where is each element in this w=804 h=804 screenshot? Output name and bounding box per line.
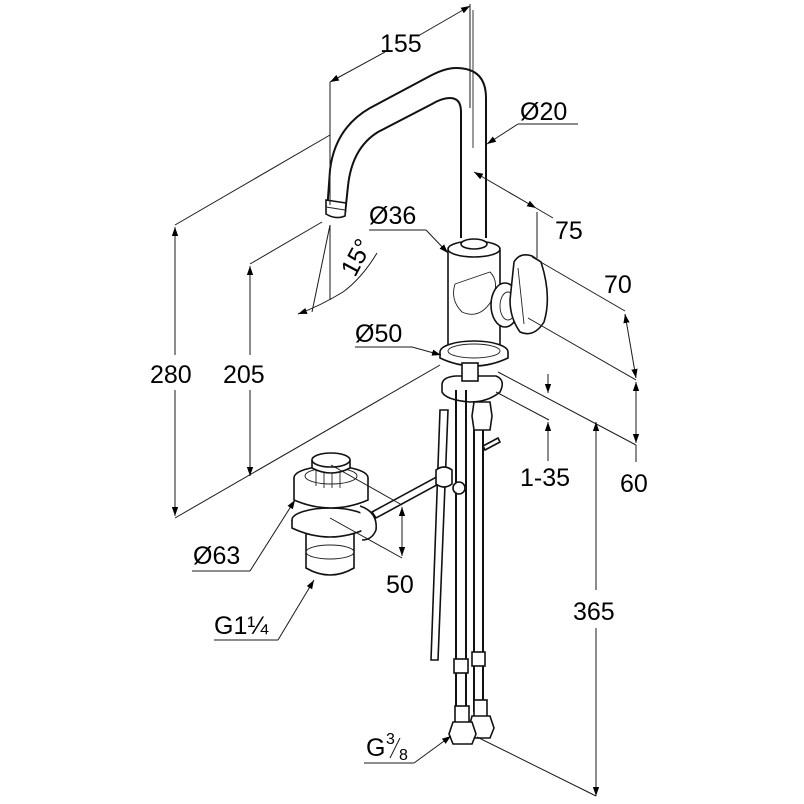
popup-rod (430, 409, 449, 661)
label-deck-thickness: 1-35 (520, 464, 570, 492)
waste-plug-cap (311, 452, 351, 468)
label-swivel-angle: 15° (336, 234, 378, 281)
dim-spout-reach: 155 (329, 4, 471, 205)
hose-hex-nut-1 (448, 721, 477, 745)
dim-outlet-height: 205 (223, 221, 323, 476)
label-waste-thread-fraction: ¼ (247, 612, 269, 640)
label-waste-thread: G1¼ (214, 612, 269, 640)
hose-clip-1 (453, 658, 469, 674)
dim-body-diameter: Ø36 (369, 202, 449, 254)
dim-total-height: 280 (150, 134, 441, 519)
waste-tailpiece (305, 532, 355, 576)
dim-hose-thread: G 3 8 (364, 731, 452, 764)
label-spout-diameter: Ø20 (520, 98, 567, 126)
dim-hose-length: 365 (476, 422, 615, 797)
waste-lower-flange-side (291, 520, 369, 538)
dim-base-diameter: Ø50 (355, 320, 442, 356)
dim-waste-height: 50 (329, 464, 414, 599)
dim-waste-thread: G1¼ (214, 579, 315, 641)
faucet (325, 10, 549, 745)
dim-deck-thickness: 1-35 (495, 374, 570, 492)
label-hose-length: 365 (573, 598, 615, 626)
linkage-screw (452, 481, 466, 495)
dim-base-height: 60 (497, 371, 648, 498)
label-waste-thread-main: G1 (214, 612, 247, 640)
spout-inner (344, 96, 462, 238)
dim-spout-diameter: Ø20 (486, 98, 578, 145)
dim-handle-offset: 75 (473, 171, 583, 258)
spout-collar (460, 238, 488, 250)
mounting-nut (471, 401, 493, 431)
label-handle-height: 70 (604, 271, 632, 299)
label-waste-height: 50 (386, 571, 414, 599)
dim-swivel-angle: 15° (297, 224, 378, 315)
base-flange-inner (447, 343, 501, 359)
label-spout-reach: 155 (380, 30, 422, 58)
spout-outer (326, 66, 487, 238)
hose-clip-2 (471, 651, 486, 667)
waste-top-flange-side (293, 478, 369, 509)
handle-lever (509, 254, 549, 335)
dim-handle-height: 70 (527, 256, 638, 381)
label-handle-offset: 75 (555, 217, 583, 245)
handle-lever-edge (517, 267, 525, 325)
label-waste-diameter: Ø63 (193, 542, 240, 570)
popup-waste (291, 452, 377, 576)
dim-waste-diameter: Ø63 (192, 499, 296, 572)
label-hose-thread-den: 8 (399, 747, 408, 764)
label-hose-thread-main: G (366, 734, 385, 762)
linkage-rod (370, 472, 448, 520)
spout-tip-ring (325, 206, 346, 211)
side-pin (481, 436, 502, 452)
waste-tailpiece-ring (305, 544, 355, 560)
label-base-height: 60 (620, 470, 648, 498)
label-total-height: 280 (150, 361, 192, 389)
mounting-bracket (441, 375, 504, 403)
label-base-diameter: Ø50 (355, 320, 402, 348)
label-outlet-height: 205 (223, 361, 265, 389)
label-hose-thread-num: 3 (386, 731, 395, 748)
label-body-diameter: Ø36 (369, 202, 416, 230)
fraction-slash (389, 737, 401, 759)
linkage-clamp (435, 466, 453, 488)
body-cutout (453, 271, 496, 315)
threaded-rod (461, 362, 479, 382)
